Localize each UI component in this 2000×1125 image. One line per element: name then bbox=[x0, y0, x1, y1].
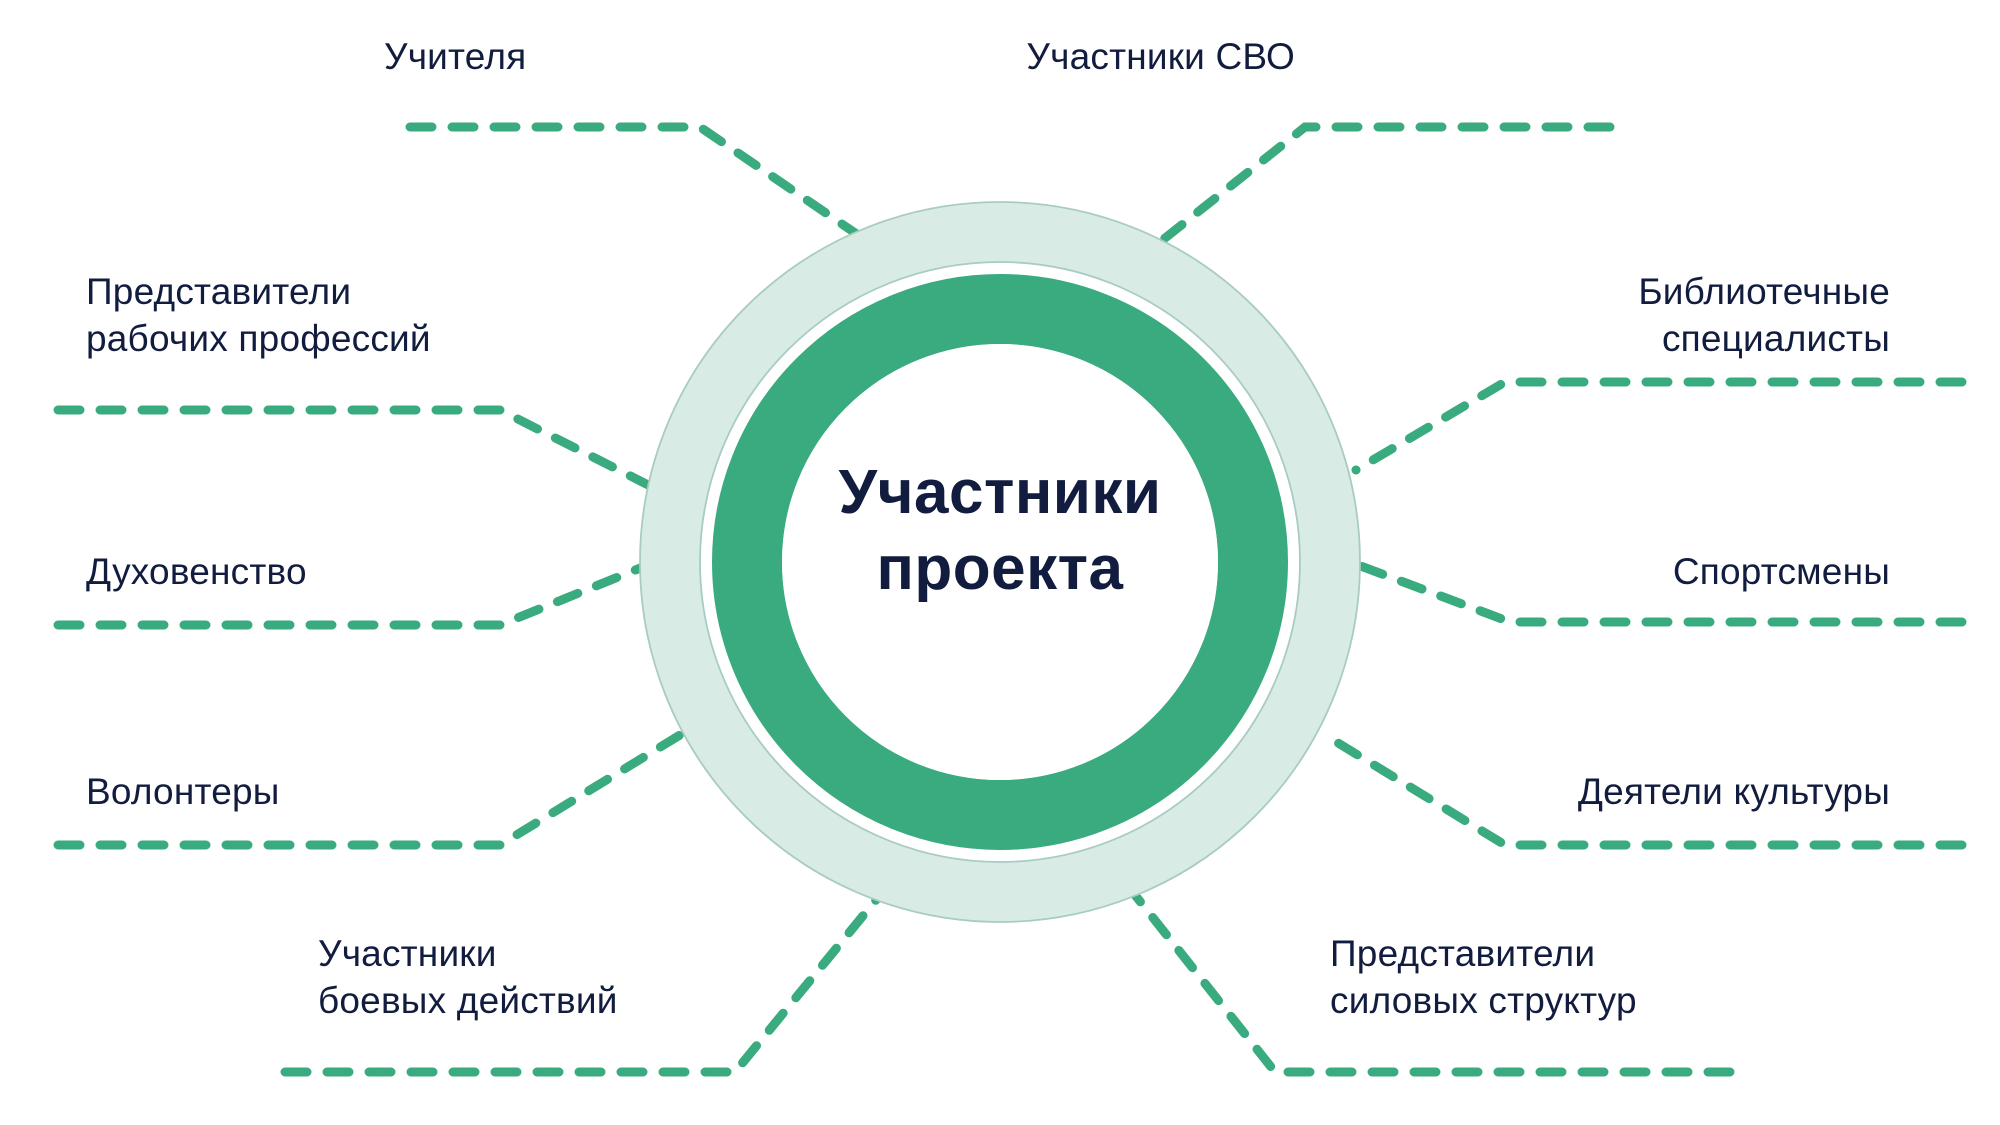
inner-ring-band bbox=[712, 274, 1288, 850]
connector-culture-figures bbox=[1320, 730, 1967, 850]
label-teachers[interactable]: Учителя bbox=[384, 36, 527, 77]
label-combat-veterans[interactable]: Участники боевых действий bbox=[318, 933, 618, 1022]
label-culture-figures[interactable]: Деятели культуры bbox=[1577, 771, 1890, 812]
label-volunteers[interactable]: Волонтеры bbox=[86, 771, 280, 812]
connector-combat-veterans bbox=[280, 890, 885, 1077]
connector-athletes bbox=[1345, 557, 1967, 627]
center-title: Участники проекта bbox=[838, 458, 1162, 603]
label-clergy[interactable]: Духовенство bbox=[86, 551, 307, 592]
connector-volunteers bbox=[53, 730, 685, 850]
label-athletes[interactable]: Спортсмены bbox=[1672, 551, 1890, 592]
outer-ring-outline-inner bbox=[699, 261, 1301, 863]
label-security-forces[interactable]: Представители силовых структур bbox=[1330, 933, 1637, 1022]
connector-blue-collar bbox=[53, 405, 677, 502]
outer-ring-outline-outer bbox=[639, 201, 1361, 923]
center-core bbox=[782, 344, 1218, 780]
label-svo-participants[interactable]: Участники СВО bbox=[1026, 36, 1295, 77]
connector-svo-participants bbox=[1145, 122, 1615, 255]
connector-clergy bbox=[53, 557, 660, 630]
connector-group bbox=[53, 122, 1967, 1077]
connector-library-specialists bbox=[1351, 377, 1967, 475]
outer-ring-band bbox=[640, 202, 1360, 922]
connector-security-forces bbox=[1130, 890, 1735, 1077]
connector-teachers bbox=[405, 122, 885, 255]
label-blue-collar[interactable]: Представители рабочих профессий bbox=[86, 271, 431, 360]
label-library-specialists[interactable]: Библиотечные специалисты bbox=[1638, 271, 1890, 360]
